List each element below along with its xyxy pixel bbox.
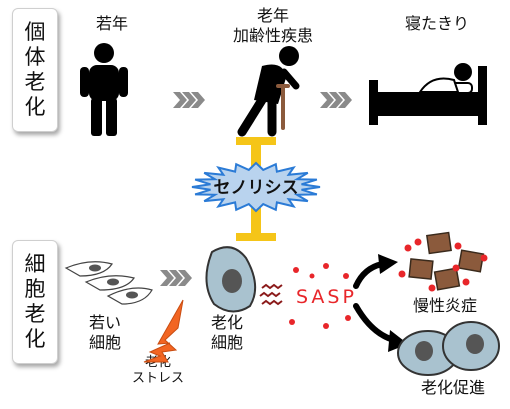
label-stress-2: ストレス (131, 371, 184, 386)
label-young-cell-1: 若い (88, 313, 121, 332)
label-young-cell-2: 細胞 (88, 333, 121, 352)
progress-chevron-icon (320, 92, 352, 108)
label-age-related-disease: 加齢性疾患 (232, 26, 313, 45)
secretion-wave-icon (259, 283, 283, 306)
label-aging-promotion: 老化促進 (420, 378, 485, 397)
section-char: 化 (24, 327, 46, 351)
inflammation-cells-icon (408, 231, 485, 291)
aging-stress-bolt-icon (143, 299, 184, 363)
progress-chevron-icon (173, 92, 205, 108)
section-label-individual-aging: 個 体 老 化 (12, 8, 58, 132)
young-person-icon (80, 43, 128, 136)
label-senescent-cell-1: 老化 (210, 313, 243, 332)
bedridden-person-icon (369, 63, 487, 125)
label-stress-1: 老化 (144, 355, 171, 370)
label-young-age: 若年 (95, 14, 128, 33)
young-cells-icon (64, 261, 153, 305)
sasp-effect-arrow-icon (353, 261, 397, 343)
section-char: 細 (24, 252, 46, 276)
progress-chevron-icon (160, 270, 192, 286)
spread-senescent-cells-icon (397, 321, 500, 376)
label-chronic-inflammation: 慢性炎症 (412, 296, 477, 315)
section-char: 胞 (24, 277, 46, 301)
label-old-age: 老年 (256, 6, 289, 25)
section-char: 体 (24, 45, 46, 69)
section-label-cellular-aging: 細 胞 老 化 (12, 240, 58, 364)
section-char: 個 (24, 20, 46, 44)
label-senescent-cell-2: 細胞 (210, 333, 243, 352)
section-char: 老 (24, 302, 46, 326)
elderly-person-icon (237, 46, 300, 137)
senolysis-label: セノリシス (214, 178, 299, 198)
label-sasp: SASP (296, 286, 357, 308)
label-bedridden: 寝たきり (404, 14, 469, 33)
senolysis-burst-icon (191, 161, 321, 213)
senescent-cell-icon (205, 246, 257, 313)
inflammation-dots-icon (398, 238, 488, 292)
section-char: 化 (24, 95, 46, 119)
senolysis-connector-icon (236, 137, 276, 241)
section-char: 老 (24, 70, 46, 94)
